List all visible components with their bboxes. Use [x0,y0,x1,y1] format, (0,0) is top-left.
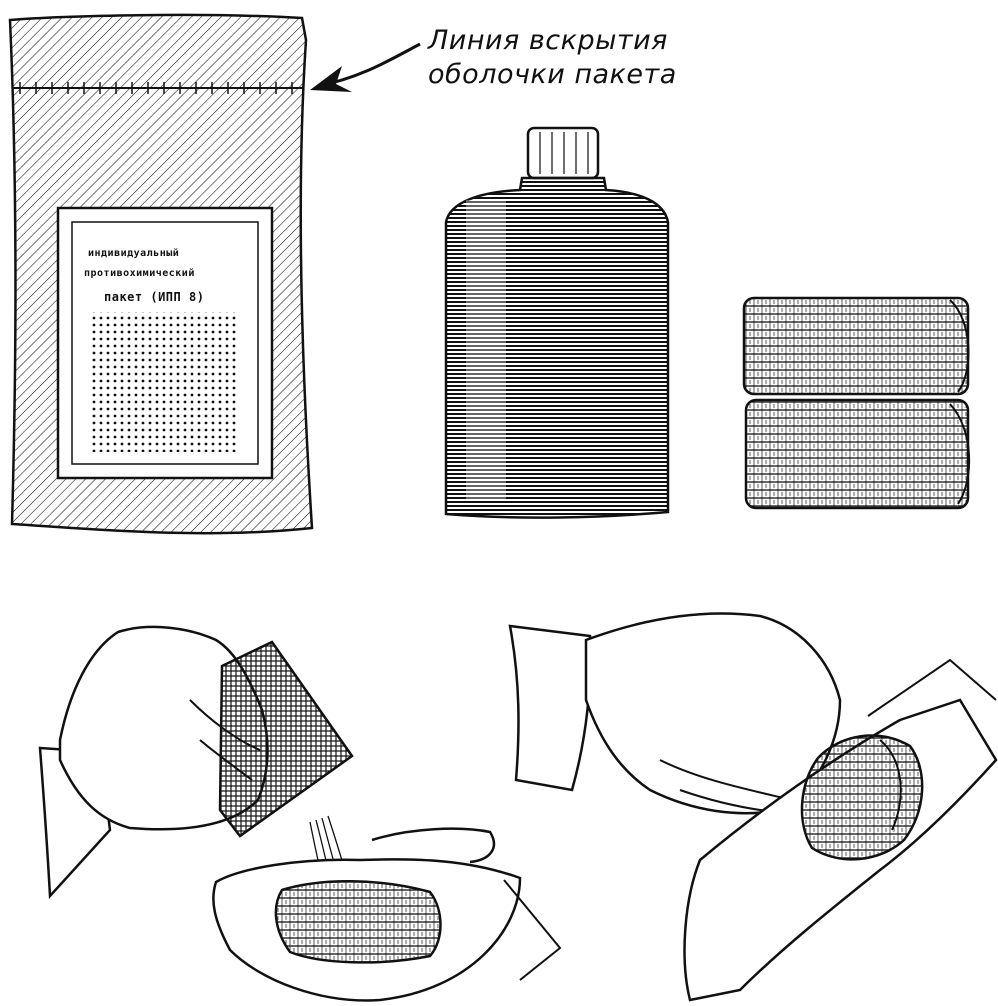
package-label-line-1: индивидуальный [88,248,180,259]
gauze-pad-bottom [744,398,970,510]
caption-line-1: Линия вскрытия [428,25,668,56]
package-label-line-3: пакет (ИПП 8) [104,290,205,304]
tilted-flask [218,640,354,838]
right-upper-sleeve [508,624,592,792]
antidote-flask [444,126,670,519]
gauze-pad-top [742,296,970,396]
flask-body [444,176,670,519]
moistened-gauze [274,879,442,964]
gauze-pads [742,296,971,510]
tear-line-perforations [19,82,293,94]
tear-line-caption: Линия вскрытия оболочки пакета [428,24,728,92]
tear-line-arrow [310,42,421,92]
hands-wiping-scene [508,612,998,1002]
hands-pouring-scene [38,625,562,1002]
package-label-line-2: противохимический [84,268,195,279]
package-label-fine-print [92,312,238,452]
package-envelope [8,13,314,535]
caption-line-2: оболочки пакета [428,59,677,90]
